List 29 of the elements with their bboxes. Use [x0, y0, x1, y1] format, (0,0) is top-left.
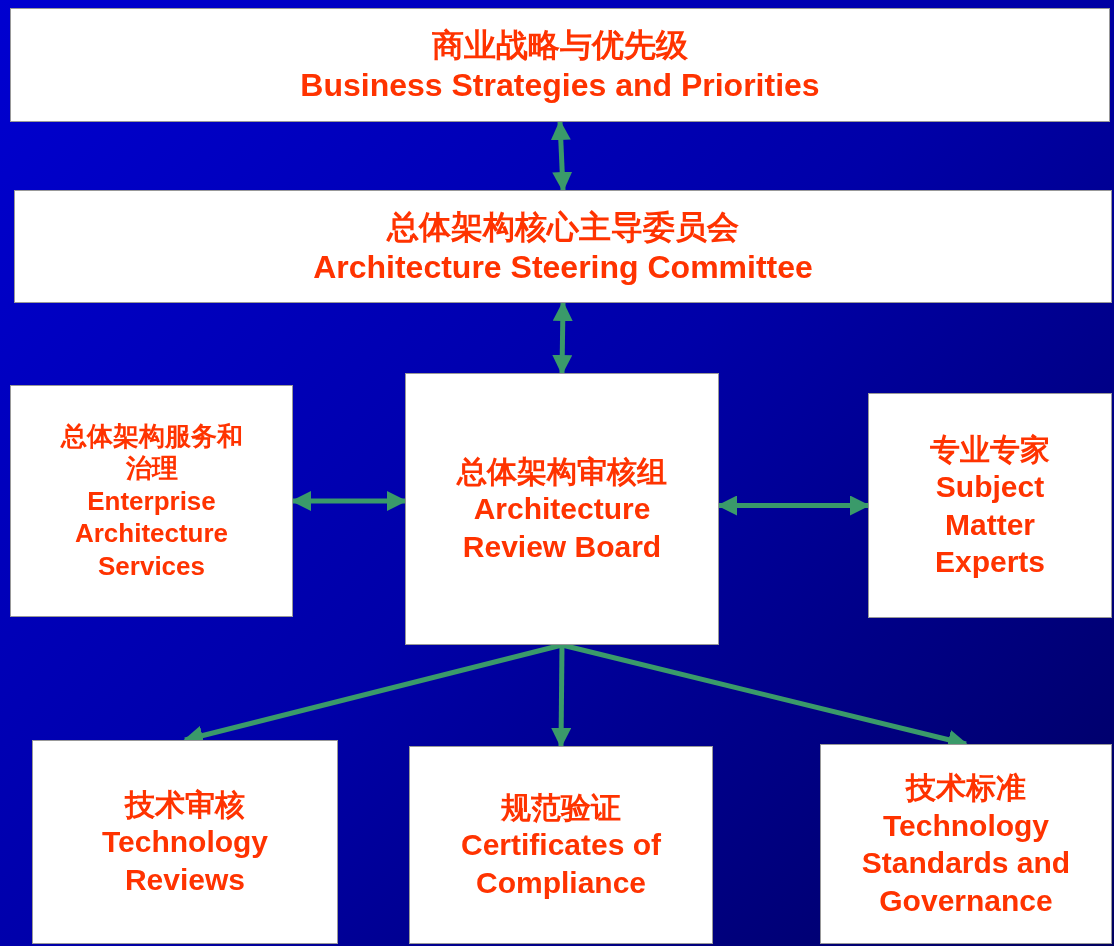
english-title: Architecture Steering Committee	[313, 247, 813, 287]
english-title: Certificates of Compliance	[459, 827, 663, 901]
english-title: Enterprise Architecture Services	[73, 484, 230, 583]
process-box	[10, 385, 293, 617]
process-box	[405, 373, 719, 645]
chinese-title: 规范验证	[501, 789, 621, 826]
english-title: Technology Reviews	[100, 824, 270, 898]
english-title: Business Strategies and Priorities	[300, 66, 820, 105]
chinese-title: 总体架构核心主导委员会	[387, 207, 739, 247]
arrow	[717, 495, 870, 516]
chinese-title: 专业专家	[930, 431, 1050, 468]
chinese-title: 商业战略与优先级	[432, 26, 688, 65]
process-box	[10, 8, 1110, 122]
english-title: Subject Matter Experts	[933, 469, 1047, 580]
chinese-title: 技术标准	[906, 770, 1026, 806]
arrow	[551, 644, 572, 748]
chinese-title: 技术审核	[125, 786, 245, 823]
arrow	[550, 120, 573, 192]
arrow	[552, 301, 573, 375]
process-box	[409, 746, 713, 944]
chinese-title: 总体架构审核组	[457, 453, 667, 490]
english-title: Technology Standards and Governance	[860, 807, 1072, 919]
process-box	[820, 744, 1112, 944]
process-box	[868, 393, 1112, 618]
chinese-title: 总体架构服务和治理	[59, 419, 244, 485]
english-title: Architecture Review Board	[461, 491, 663, 565]
process-box	[32, 740, 338, 944]
arrow	[291, 491, 407, 511]
process-box	[14, 190, 1112, 303]
